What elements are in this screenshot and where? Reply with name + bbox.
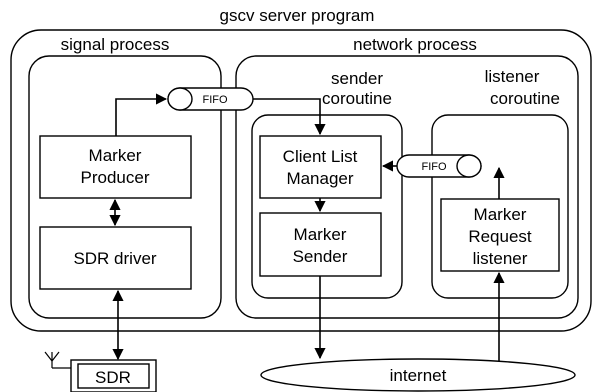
marker-request-listener-line1: Marker [474,205,527,224]
listener-coroutine-label-line2: coroutine [490,89,560,108]
fifo-right: FIFO [396,154,482,178]
signal-process-label: signal process [61,35,170,54]
marker-request-listener-line2: Request [468,227,532,246]
sender-coroutine-label-line2: coroutine [322,89,392,108]
network-process-label: network process [353,35,477,54]
arrow-producer-to-fifo [115,93,168,136]
fifo-top: FIFO [167,87,254,111]
diagram-title: gscv server program [220,6,375,25]
sdr-driver-box [39,226,192,290]
fifo-top-label: FIFO [202,94,227,106]
sdr-device-label: SDR [95,368,131,387]
sdr-device: SDR [70,359,157,392]
internet-ellipse [260,358,576,392]
arrow-fifo-to-client-list [253,98,326,136]
marker-sender-line2: Sender [293,247,348,266]
fifo-right-label: FIFO [421,161,446,173]
marker-sender-line1: Marker [294,225,347,244]
sender-coroutine-label-line1: sender [331,69,383,88]
client-list-manager-line2: Manager [286,169,353,188]
marker-request-listener-box [440,198,560,272]
marker-producer-line2: Producer [81,168,150,187]
marker-request-listener-line3: listener [473,249,528,268]
marker-sender-box [259,212,382,277]
client-list-manager-line1: Client List [283,147,358,166]
internet-label: internet [390,366,447,385]
listener-coroutine-label-line1: listener [485,67,540,86]
antenna-icon [44,351,71,369]
client-list-manager-box [259,135,382,199]
marker-producer-box [39,135,192,199]
sdr-driver-label: SDR driver [73,249,156,268]
marker-producer-line1: Marker [89,146,142,165]
